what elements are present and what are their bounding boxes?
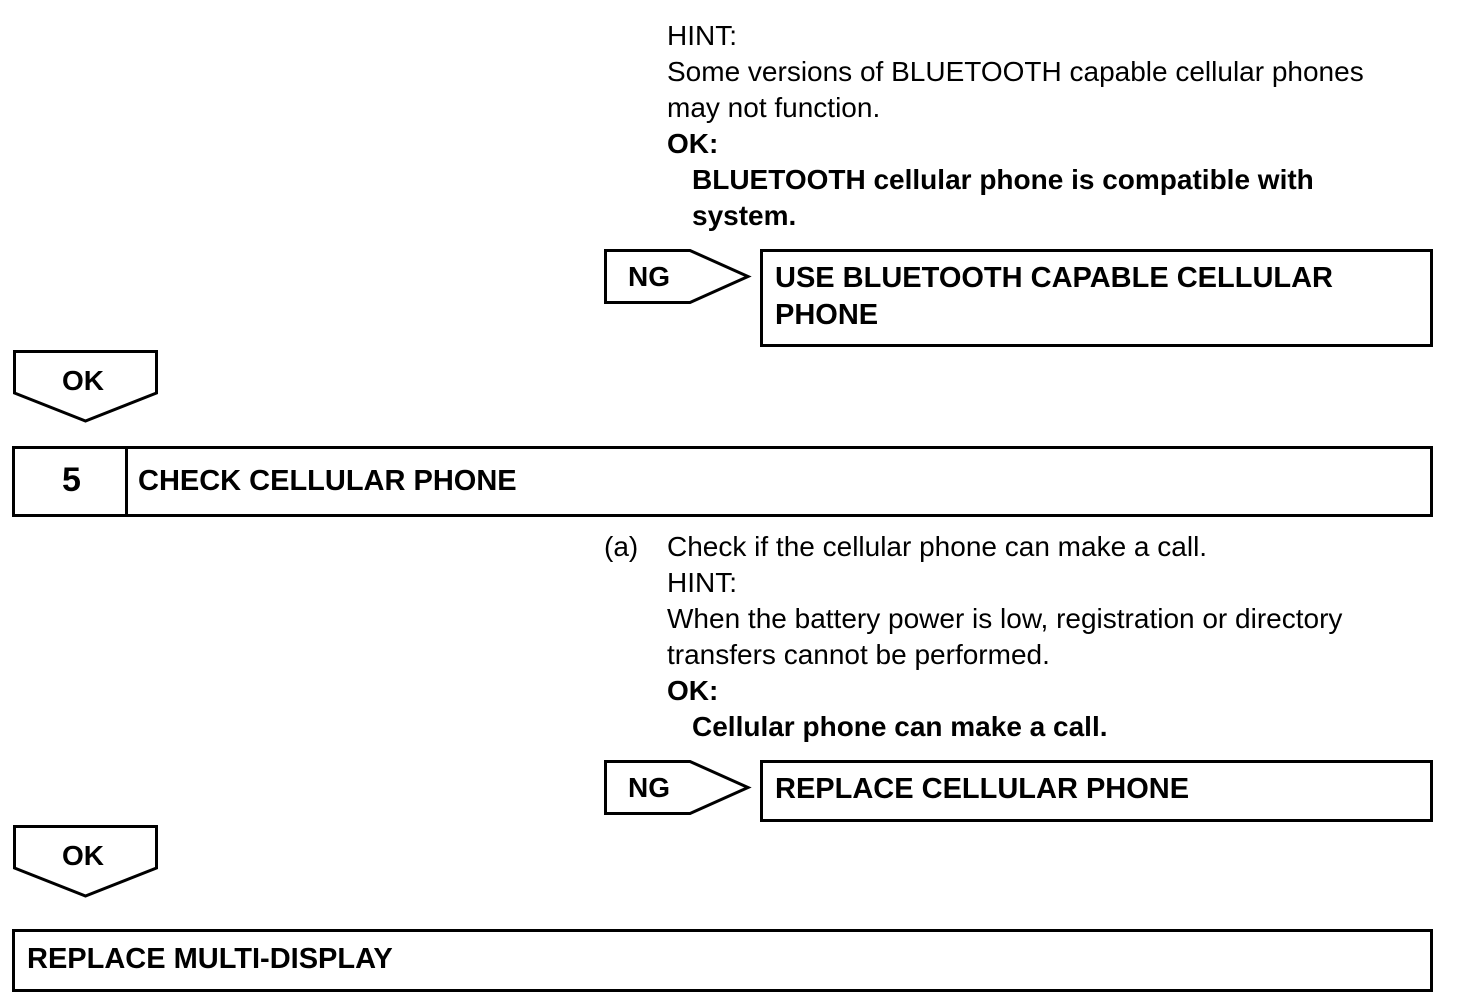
ng-label: NG — [628, 772, 670, 803]
step-5-header: 5 CHECK CELLULAR PHONE — [12, 446, 1433, 517]
hint-text-line-1: Some versions of BLUETOOTH capable cellu… — [667, 56, 1364, 87]
step-number-cell — [15, 449, 128, 514]
final-action-box: REPLACE MULTI-DISPLAY — [12, 929, 1433, 992]
ok-criteria-label: OK: — [667, 128, 719, 159]
ok-criteria-label: OK: — [667, 675, 719, 706]
ng-action-text: REPLACE CELLULAR PHONE — [775, 773, 1190, 805]
hint-label: HINT: — [667, 567, 737, 598]
item-text: Check if the cellular phone can make a c… — [667, 531, 1208, 562]
ok-arrow-label: OK — [62, 365, 104, 396]
ok-criteria-line-2: system. — [692, 200, 797, 231]
hint-text-line-1: When the battery power is low, registrat… — [667, 603, 1343, 634]
hint-text-line-2: may not function. — [667, 92, 881, 123]
ok-down-arrow-shape — [13, 350, 158, 423]
ng-arrow-shape — [604, 760, 752, 815]
ng-action-line-1: USE BLUETOOTH CAPABLE CELLULAR — [775, 262, 1333, 294]
final-action-text: REPLACE MULTI-DISPLAY — [27, 943, 393, 975]
ng-arrow-shape — [604, 249, 752, 304]
ng-action-box: REPLACE CELLULAR PHONE — [760, 760, 1433, 822]
ok-criteria-line-1: BLUETOOTH cellular phone is compatible w… — [692, 164, 1314, 195]
ng-label: NG — [628, 261, 670, 292]
ok-arrow-label: OK — [62, 840, 104, 871]
step-number: 5 — [62, 461, 81, 499]
ok-criteria-line-1: Cellular phone can make a call. — [692, 711, 1108, 742]
hint-text-line-2: transfers cannot be performed. — [667, 639, 1050, 670]
hint-label: HINT: — [667, 20, 737, 51]
step-title: CHECK CELLULAR PHONE — [138, 465, 517, 497]
item-marker: (a) — [604, 531, 639, 562]
ng-action-box: USE BLUETOOTH CAPABLE CELLULAR PHONE — [760, 249, 1433, 347]
ok-down-arrow-shape — [13, 825, 158, 898]
ng-action-line-2: PHONE — [775, 299, 879, 331]
